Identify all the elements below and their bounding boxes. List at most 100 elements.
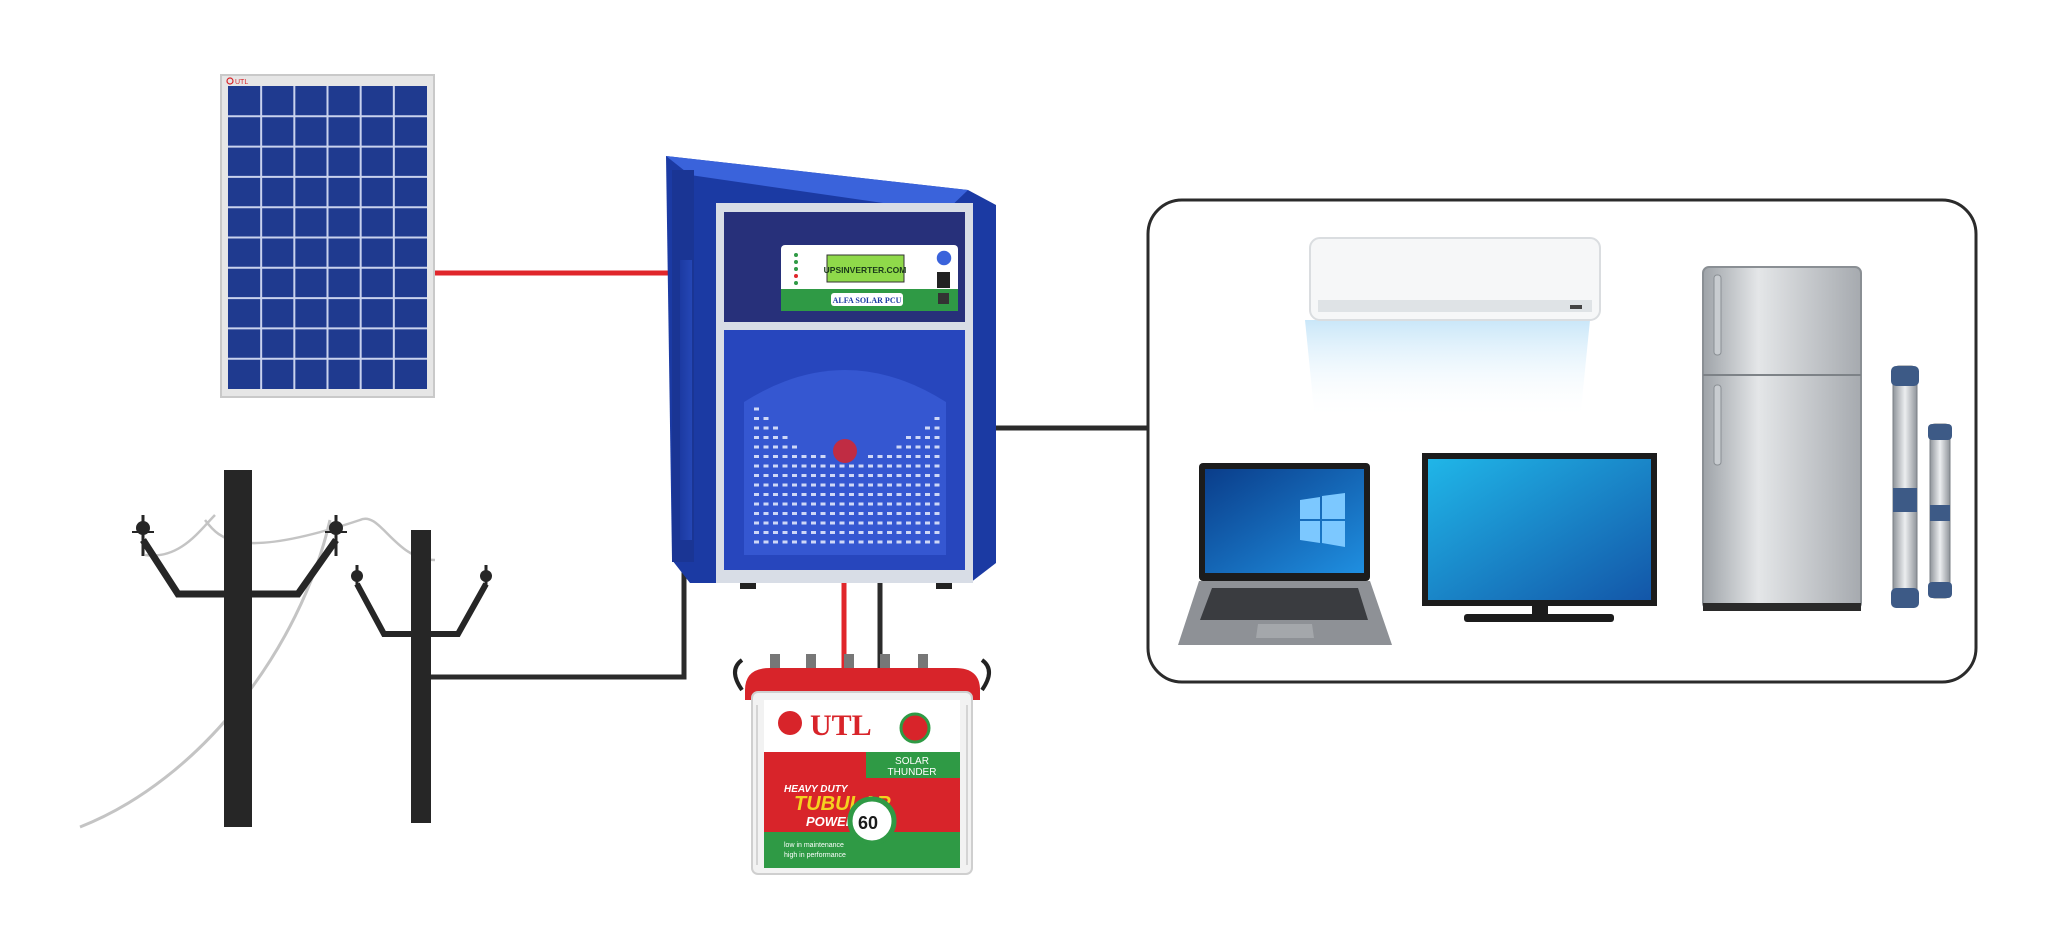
inverter-emblem-icon [833, 439, 857, 463]
battery-product-line1: SOLAR [895, 756, 929, 767]
grille-vent-slot [782, 436, 788, 439]
battery-brand: UTL [810, 709, 872, 742]
grille-vent-slot [934, 521, 940, 525]
grille-vent-slot [811, 483, 816, 487]
grille-vent-slot [811, 540, 816, 544]
grille-vent-slot [915, 493, 921, 496]
grille-vent-slot [773, 426, 778, 430]
grille-vent-slot [896, 474, 902, 477]
utility-pole-large [132, 470, 347, 827]
grid-cable-2 [204, 517, 436, 562]
grid-wire-pole-to-inverter [421, 488, 687, 680]
grille-vent-slot [858, 512, 864, 515]
grille-vent-slot [877, 493, 883, 496]
grille-vent-slot [773, 455, 778, 458]
grille-vent-slot [763, 483, 769, 487]
grille-vent-slot [801, 502, 807, 506]
grille-vent-slot [811, 493, 816, 496]
grille-vent-slot [754, 474, 759, 477]
grille-vent-slot [915, 474, 921, 477]
grille-vent-slot [792, 464, 797, 468]
grille-vent-slot [887, 474, 892, 477]
fridge-handle-lower [1713, 384, 1722, 466]
grille-vent-slot [858, 540, 864, 544]
grille-vent-slot [839, 493, 845, 496]
grille-vent-slot [934, 445, 940, 449]
submersible-pump-large [1891, 365, 1919, 608]
battery-note-1: low in maintenance [784, 842, 844, 849]
grille-vent-slot [792, 483, 797, 487]
grille-vent-slot [887, 483, 892, 487]
grille-vent-slot [773, 512, 778, 515]
grille-vent-slot [877, 521, 883, 525]
grille-vent-slot [763, 464, 769, 468]
grille-vent-slot [849, 521, 854, 525]
grille-vent-slot [858, 474, 864, 477]
grille-vent-slot [792, 493, 797, 496]
grille-vent-slot [801, 540, 807, 544]
grille-vent-slot [754, 483, 759, 487]
grille-vent-slot [849, 493, 854, 496]
grille-vent-slot [858, 521, 864, 525]
grille-vent-slot [934, 417, 940, 420]
grille-vent-slot [934, 483, 940, 487]
battery-product-line2: THUNDER [888, 767, 937, 778]
grille-vent-slot [820, 464, 826, 468]
grille-vent-slot [754, 445, 759, 449]
grille-vent-slot [849, 531, 854, 534]
grille-vent-slot [934, 426, 940, 430]
grille-vents [754, 407, 940, 544]
grille-vent-slot [754, 493, 759, 496]
grille-vent-slot [877, 502, 883, 506]
grille-vent-slot [792, 521, 797, 525]
grille-vent-slot [820, 512, 826, 515]
grille-vent-slot [754, 521, 759, 525]
grille-vent-slot [896, 521, 902, 525]
insulator-icon [351, 565, 363, 587]
battery: UTL SOLAR THUNDER HEAVY DUTY TUBULAR POW… [733, 654, 991, 875]
grille-vent-slot [811, 455, 816, 458]
grille-vent-slot [782, 483, 788, 487]
grille-vent-slot [887, 540, 892, 544]
grille-vent-slot [782, 493, 788, 496]
grille-vent-slot [820, 540, 826, 544]
grille-vent-slot [887, 455, 892, 458]
grille-vent-slot [830, 474, 835, 477]
grille-vent-slot [849, 540, 854, 544]
solar-panel: UTL [220, 74, 435, 398]
grille-vent-slot [934, 493, 940, 496]
grille-vent-slot [925, 436, 930, 439]
battery-ribs [756, 705, 968, 865]
grille-vent-slot [906, 540, 911, 544]
grille-vent-slot [887, 464, 892, 468]
grille-vent-slot [820, 493, 826, 496]
grille-vent-slot [877, 464, 883, 468]
grille-vent-slot [773, 483, 778, 487]
grille-vent-slot [858, 531, 864, 534]
grille-vent-slot [801, 512, 807, 515]
grille-vent-slot [868, 474, 873, 477]
grille-vent-slot [839, 531, 845, 534]
grille-vent-slot [887, 521, 892, 525]
grille-vent-slot [925, 493, 930, 496]
utl-logo-icon [778, 711, 802, 735]
grille-vent-slot [868, 531, 873, 534]
grille-vent-slot [839, 512, 845, 515]
grille-vent-slot [934, 512, 940, 515]
grille-vent-slot [754, 417, 759, 420]
grille-vent-slot [896, 464, 902, 468]
grille-vent-slot [868, 464, 873, 468]
windows-logo-icon [1300, 493, 1345, 547]
grille-vent-slot [763, 540, 769, 544]
grille-vent-slot [925, 426, 930, 430]
inverter-side-vents [680, 260, 692, 540]
grille-vent-slot [896, 540, 902, 544]
grille-vent-slot [839, 464, 845, 468]
grille-vent-slot [792, 512, 797, 515]
grille-vent-slot [801, 493, 807, 496]
grille-vent-slot [763, 445, 769, 449]
grille-vent-slot [811, 502, 816, 506]
grille-vent-slot [934, 436, 940, 439]
grille-vent-slot [754, 512, 759, 515]
